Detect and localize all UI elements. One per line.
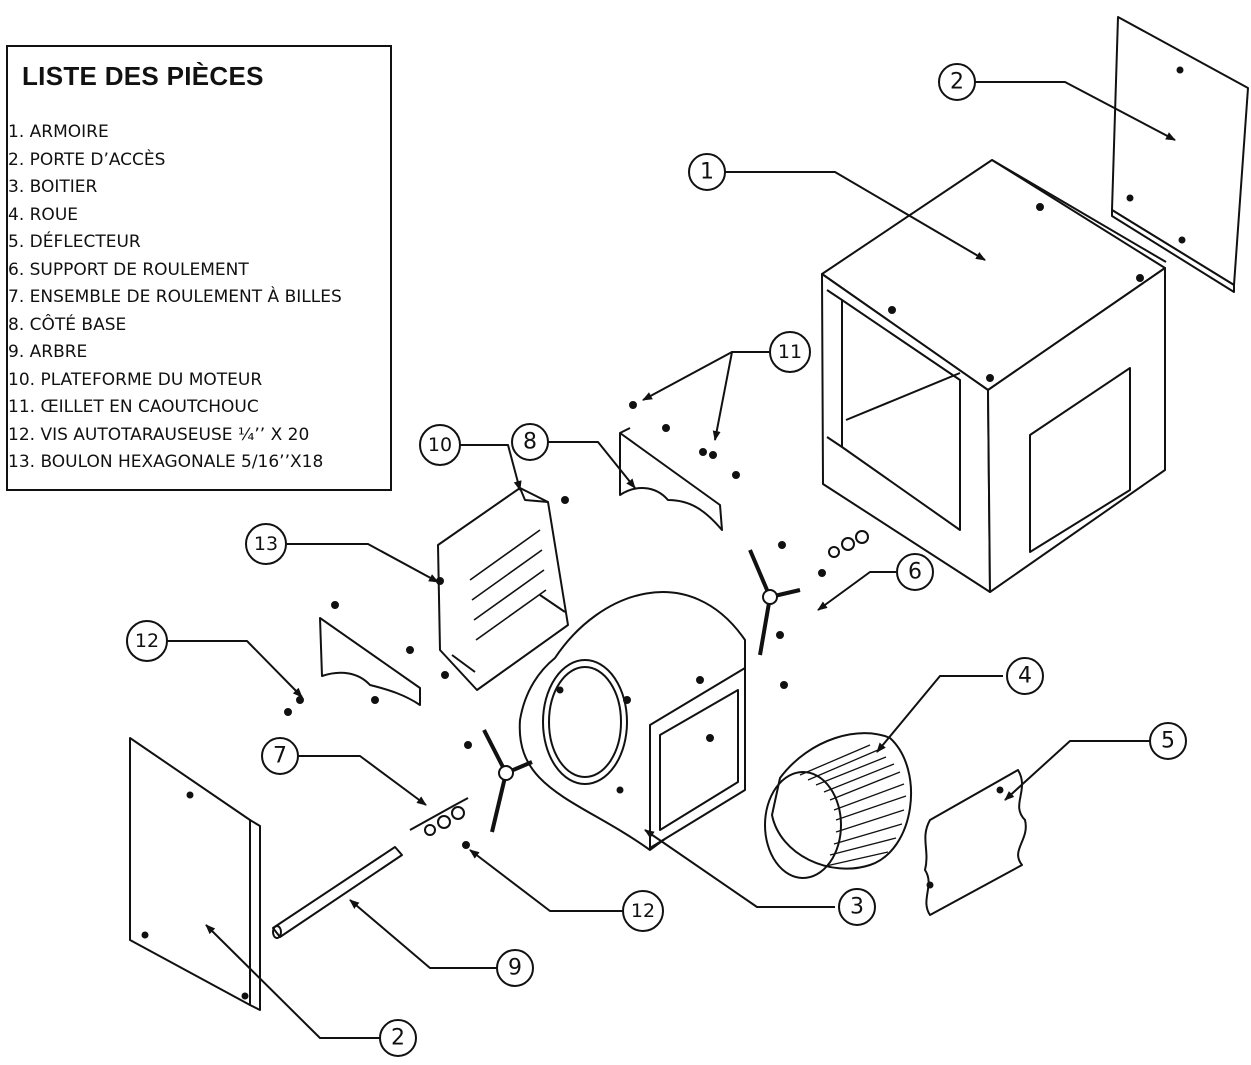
parts-list-item: 11. ŒILLET EN CAOUTCHOUC: [8, 397, 259, 417]
parts-list: 1. ARMOIRE 2. PORTE D’ACCÈS 3. BOITIER 4…: [8, 119, 342, 477]
bearing-support-left-part: [482, 729, 533, 833]
access-door-bottom-part: [129, 737, 261, 1011]
callout-5: 5: [1161, 729, 1175, 754]
callout-2-top: 2: [950, 70, 964, 95]
callout-3: 3: [850, 895, 864, 920]
parts-list-item: 3. BOITIER: [8, 177, 98, 197]
callout-13: 13: [254, 533, 278, 555]
callout-6: 6: [908, 560, 922, 585]
parts-list-item: 13. BOULON HEXAGONALE 5/16’’X18: [8, 452, 324, 472]
access-door-top-part: [1111, 16, 1249, 293]
callout-circles: [126, 63, 1187, 1057]
motor-platform-part: [437, 487, 569, 691]
ball-bearing-part: [409, 530, 869, 836]
cabinet-part: [821, 159, 1167, 593]
parts-list-item: 4. ROUE: [8, 204, 79, 225]
parts-list-box: LISTE DES PIÈCES 1. ARMOIRE 2. PORTE D’A…: [6, 45, 392, 491]
callout-9: 9: [508, 956, 522, 981]
parts-list-item: 8. CÔTÉ BASE: [8, 314, 127, 335]
hardware-screws: [284, 401, 826, 849]
callout-8: 8: [523, 430, 537, 455]
callout-7: 7: [273, 744, 287, 769]
base-side-left-part: [319, 617, 421, 706]
callout-11: 11: [778, 341, 802, 363]
callout-12-left: 12: [135, 630, 159, 652]
callout-10: 10: [428, 434, 452, 456]
callout-4: 4: [1018, 664, 1032, 689]
shaft-part: [272, 846, 403, 939]
deflector-part: [924, 769, 1027, 916]
callout-1: 1: [700, 160, 714, 185]
callout-2-bottom: 2: [391, 1026, 405, 1051]
parts-list-item: 10. PLATEFORME DU MOTEUR: [8, 369, 263, 390]
parts-list-item: 6. SUPPORT DE ROULEMENT: [8, 259, 249, 280]
callout-12-bottom: 12: [631, 900, 655, 922]
parts-list-item: 9. ARBRE: [8, 342, 88, 362]
parts-list-item: 7. ENSEMBLE DE ROULEMENT À BILLES: [8, 287, 342, 307]
parts-list-item: 1. ARMOIRE: [8, 122, 109, 142]
leader-lines: [167, 81, 1176, 1039]
wheel-part: [764, 732, 912, 879]
parts-list-item: 5. DÉFLECTEUR: [8, 232, 141, 252]
parts-list-title: LISTE DES PIÈCES: [22, 61, 264, 91]
parts-list-item: 12. VIS AUTOTARAUSEUSE ¼’’ X 20: [8, 424, 310, 445]
base-side-right-part: [619, 427, 723, 531]
parts-list-item: 2. PORTE D’ACCÈS: [8, 149, 166, 170]
bearing-support-right-part: [748, 549, 801, 656]
housing-part: [518, 591, 746, 851]
